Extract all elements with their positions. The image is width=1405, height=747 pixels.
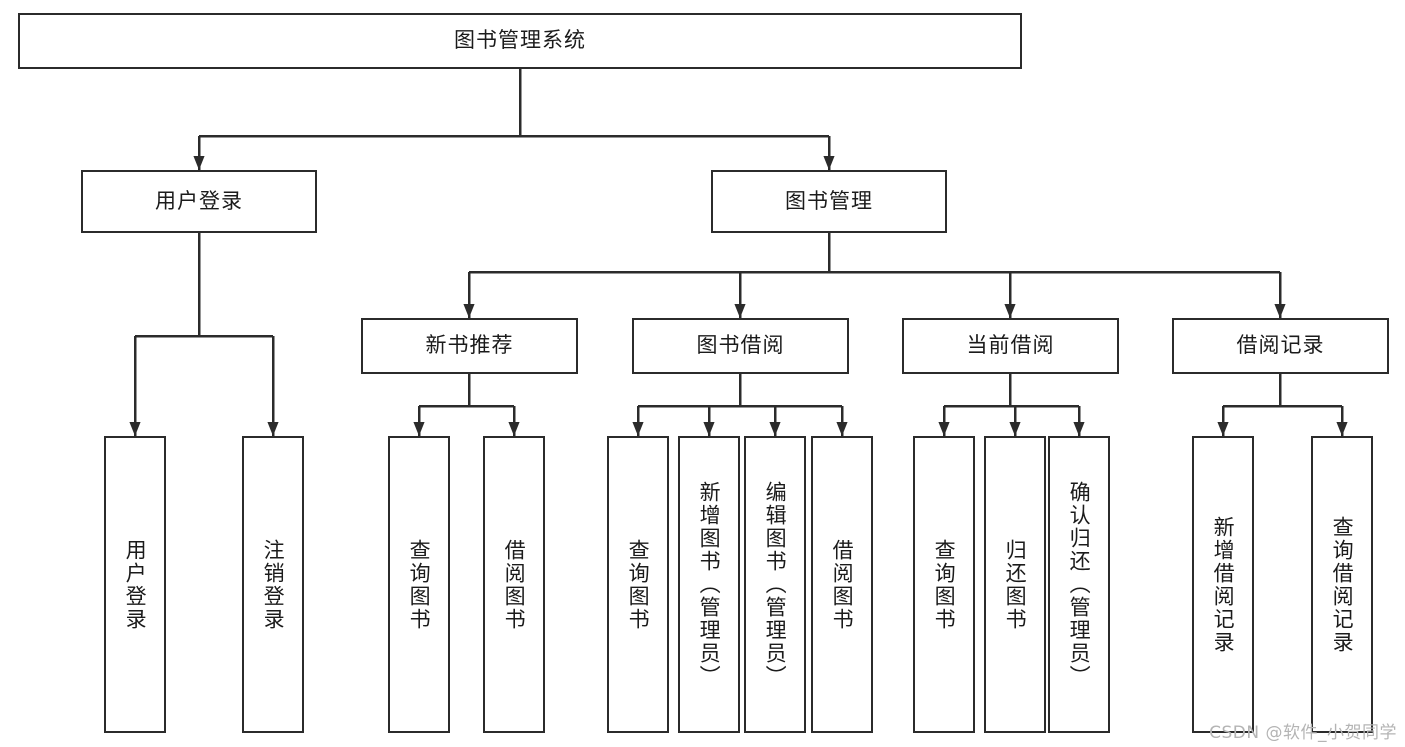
node-add-borrow-record[interactable]: 新增借阅记录 xyxy=(1192,436,1254,733)
node-label: 确认归还（管理员） xyxy=(1067,481,1092,688)
node-edit-book-admin[interactable]: 编辑图书（管理员） xyxy=(744,436,806,733)
node-add-book-admin[interactable]: 新增图书（管理员） xyxy=(678,436,740,733)
node-label: 当前借阅 xyxy=(966,333,1055,358)
node-label: 归还图书 xyxy=(1003,538,1028,631)
node-borrow-book-new[interactable]: 借阅图书 xyxy=(483,436,545,733)
node-label: 查询图书 xyxy=(626,538,651,631)
watermark-text: CSDN @软件_小贺同学 xyxy=(1209,723,1397,743)
node-label: 新增图书（管理员） xyxy=(697,481,722,688)
node-user-login[interactable]: 用户登录 xyxy=(81,170,317,233)
node-current-borrow[interactable]: 当前借阅 xyxy=(902,318,1119,374)
node-confirm-return-admin[interactable]: 确认归还（管理员） xyxy=(1048,436,1110,733)
node-label: 查询图书 xyxy=(407,538,432,631)
node-query-book-current[interactable]: 查询图书 xyxy=(913,436,975,733)
node-label: 用户登录 xyxy=(155,188,243,213)
node-logout[interactable]: 注销登录 xyxy=(242,436,304,733)
node-user-login[interactable]: 用户登录 xyxy=(104,436,166,733)
node-label: 借阅记录 xyxy=(1236,333,1325,358)
node-label: 图书管理 xyxy=(785,188,873,213)
node-root-book-management-system[interactable]: 图书管理系统 xyxy=(18,13,1022,69)
node-label: 新书推荐 xyxy=(425,333,514,358)
node-label: 注销登录 xyxy=(261,538,286,631)
node-query-book-borrow[interactable]: 查询图书 xyxy=(607,436,669,733)
node-label: 用户登录 xyxy=(123,538,148,631)
node-label: 编辑图书（管理员） xyxy=(763,481,788,688)
node-label: 查询借阅记录 xyxy=(1330,515,1355,654)
node-query-book-new[interactable]: 查询图书 xyxy=(388,436,450,733)
node-label: 借阅图书 xyxy=(502,538,527,631)
node-borrow-record[interactable]: 借阅记录 xyxy=(1172,318,1389,374)
node-return-book[interactable]: 归还图书 xyxy=(984,436,1046,733)
node-label: 借阅图书 xyxy=(830,538,855,631)
node-label: 新增借阅记录 xyxy=(1211,515,1236,654)
node-new-book-recommend[interactable]: 新书推荐 xyxy=(361,318,578,374)
node-label: 查询图书 xyxy=(932,538,957,631)
node-book-management[interactable]: 图书管理 xyxy=(711,170,947,233)
node-label: 图书借阅 xyxy=(696,333,785,358)
node-book-borrow[interactable]: 图书借阅 xyxy=(632,318,849,374)
node-borrow-book[interactable]: 借阅图书 xyxy=(811,436,873,733)
node-label: 图书管理系统 xyxy=(454,28,586,53)
node-query-borrow-record[interactable]: 查询借阅记录 xyxy=(1311,436,1373,733)
